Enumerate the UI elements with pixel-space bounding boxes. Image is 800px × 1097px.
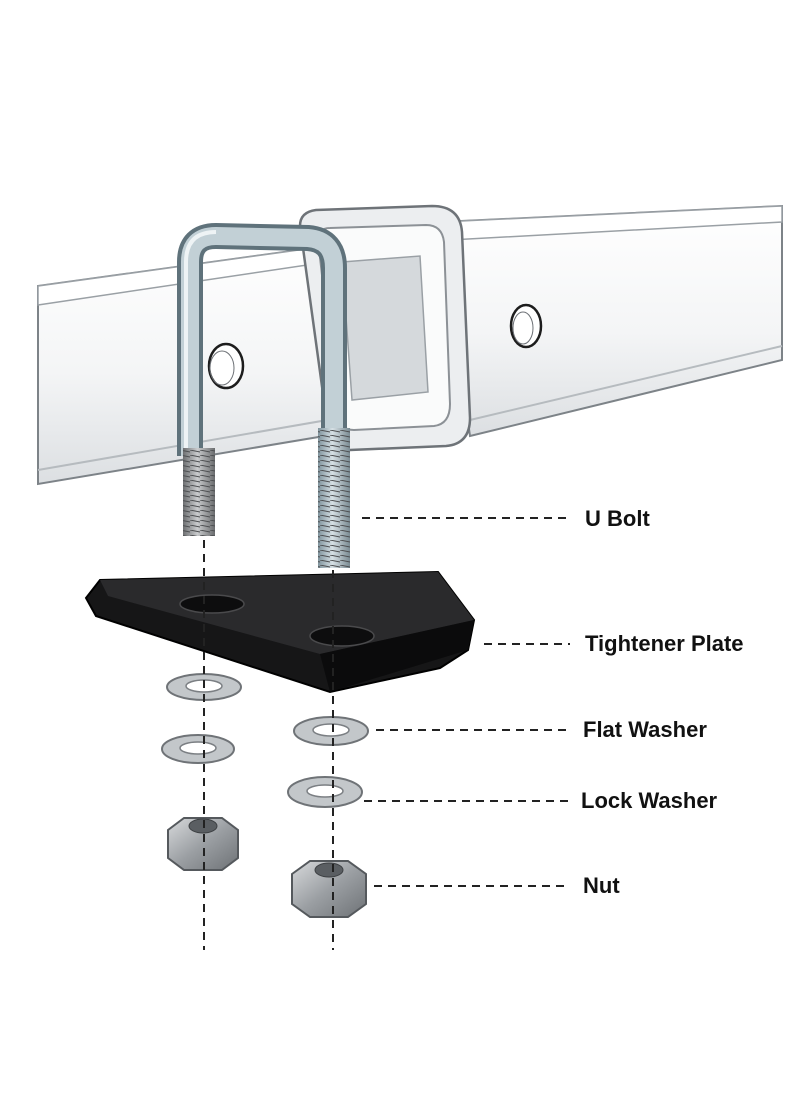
u-bolt bbox=[177, 222, 350, 568]
nut-right bbox=[291, 860, 367, 918]
tube-hole-right bbox=[509, 303, 543, 349]
label-flat-washer: Flat Washer bbox=[583, 717, 707, 742]
label-tightener-plate: Tightener Plate bbox=[585, 631, 744, 656]
label-nut: Nut bbox=[583, 873, 620, 898]
tube-hole-left bbox=[207, 342, 245, 390]
receiver-tube bbox=[298, 204, 783, 452]
left-hardware-stack bbox=[161, 673, 242, 871]
leader-lines bbox=[362, 517, 570, 887]
tightener-plate bbox=[84, 570, 476, 694]
label-u-bolt: U Bolt bbox=[585, 506, 650, 531]
assembly-axis-lines bbox=[203, 540, 334, 950]
right-hardware-stack bbox=[287, 716, 369, 918]
plate-slot-left bbox=[179, 594, 245, 614]
label-lock-washer: Lock Washer bbox=[581, 788, 718, 813]
plate-slot-right bbox=[309, 625, 375, 647]
nut-left bbox=[167, 817, 239, 871]
